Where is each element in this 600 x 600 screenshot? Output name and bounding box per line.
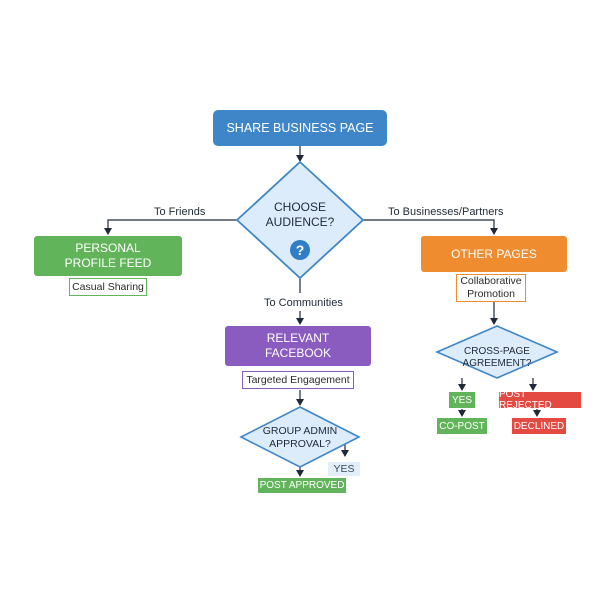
node-relevant-facebook: RELEVANT FACEBOOK (225, 326, 371, 366)
edge-label-to-partners: To Businesses/Partners (388, 206, 504, 218)
question-icon (290, 240, 310, 260)
decision-cross-page-agreement (434, 325, 560, 379)
note-collaborative-promotion: Collaborative Promotion (456, 274, 526, 302)
edge-label-to-friends: To Friends (154, 206, 206, 218)
connector-to-friends (104, 219, 237, 235)
decision-cross-page-agreement-label: CROSS-PAGE AGREEMENT? (462, 346, 532, 369)
tag-declined: DECLINED (512, 418, 566, 434)
node-relevant-facebook-label: RELEVANT FACEBOOK (264, 331, 332, 360)
note-targeted-engagement: Targeted Engagement (242, 371, 354, 389)
edge-label-to-communities: To Communities (264, 297, 343, 309)
tag-post-rejected: POST REJECTED (499, 389, 581, 411)
decision-group-admin-approval (239, 406, 361, 468)
connector-to-partners (363, 219, 498, 235)
tag-cross-yes: YES (449, 392, 475, 408)
start-node-share-business-page: SHARE BUSINESS PAGE (213, 110, 387, 146)
decision-choose-audience-label: CHOOSE AUDIENCE? (265, 200, 335, 229)
note-casual-sharing: Casual Sharing (69, 278, 147, 296)
question-icon-glyph: ? (296, 242, 305, 258)
tag-post-approved: POST APPROVED (258, 478, 346, 493)
node-personal-profile-feed-label: PERSONAL PROFILE FEED (64, 241, 152, 270)
decision-choose-audience (235, 160, 365, 280)
tag-group-yes: YES (328, 462, 360, 476)
node-other-pages-label: OTHER PAGES (451, 246, 537, 261)
node-personal-profile-feed: PERSONAL PROFILE FEED (34, 236, 182, 276)
node-other-pages: OTHER PAGES (421, 236, 567, 272)
start-node-label: SHARE BUSINESS PAGE (226, 120, 374, 135)
decision-group-admin-approval-label: GROUP ADMIN APPROVAL? (262, 425, 338, 450)
tag-co-post: CO-POST (437, 418, 487, 434)
